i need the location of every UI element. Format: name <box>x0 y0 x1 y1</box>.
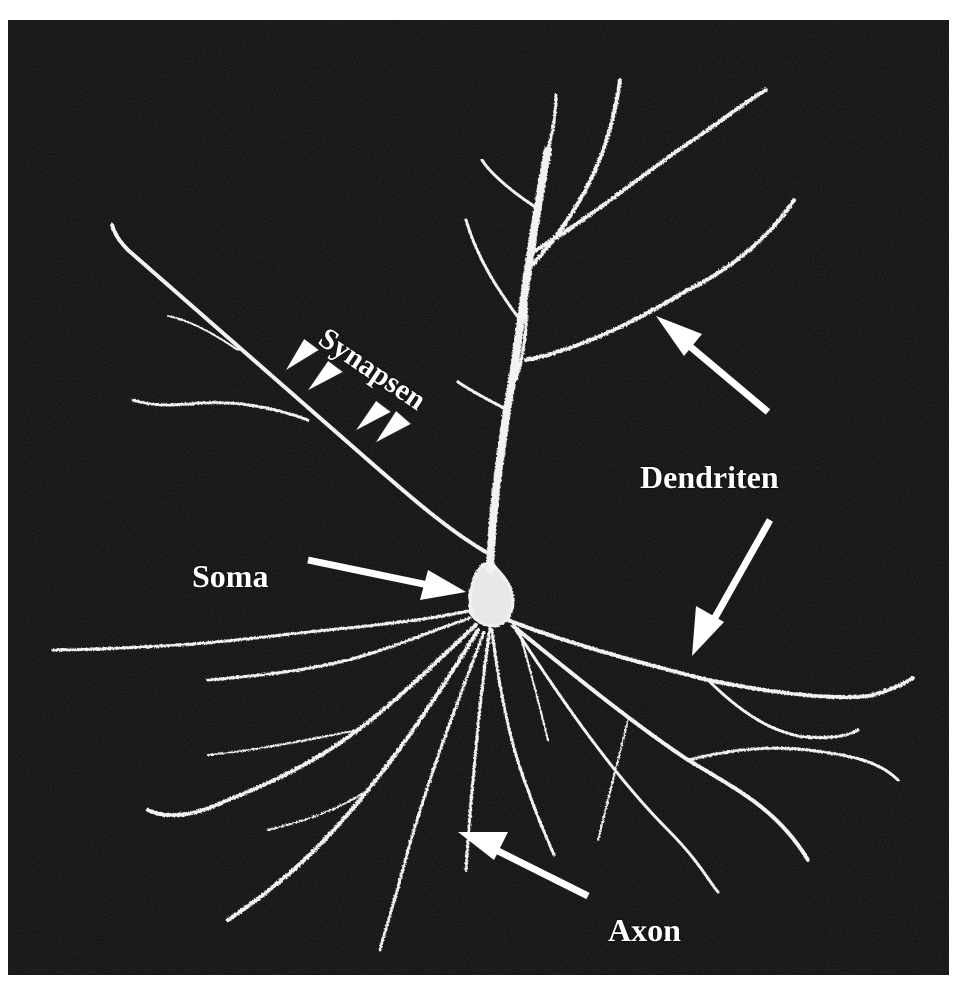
soma-label: Soma <box>192 560 268 592</box>
neuron-drawing <box>8 20 949 975</box>
film-grain <box>8 20 949 975</box>
neuron-micrograph: Synapsen Dendriten Soma Axon <box>8 20 949 975</box>
axon-label: Axon <box>608 914 681 946</box>
dendriten-label: Dendriten <box>640 461 779 493</box>
